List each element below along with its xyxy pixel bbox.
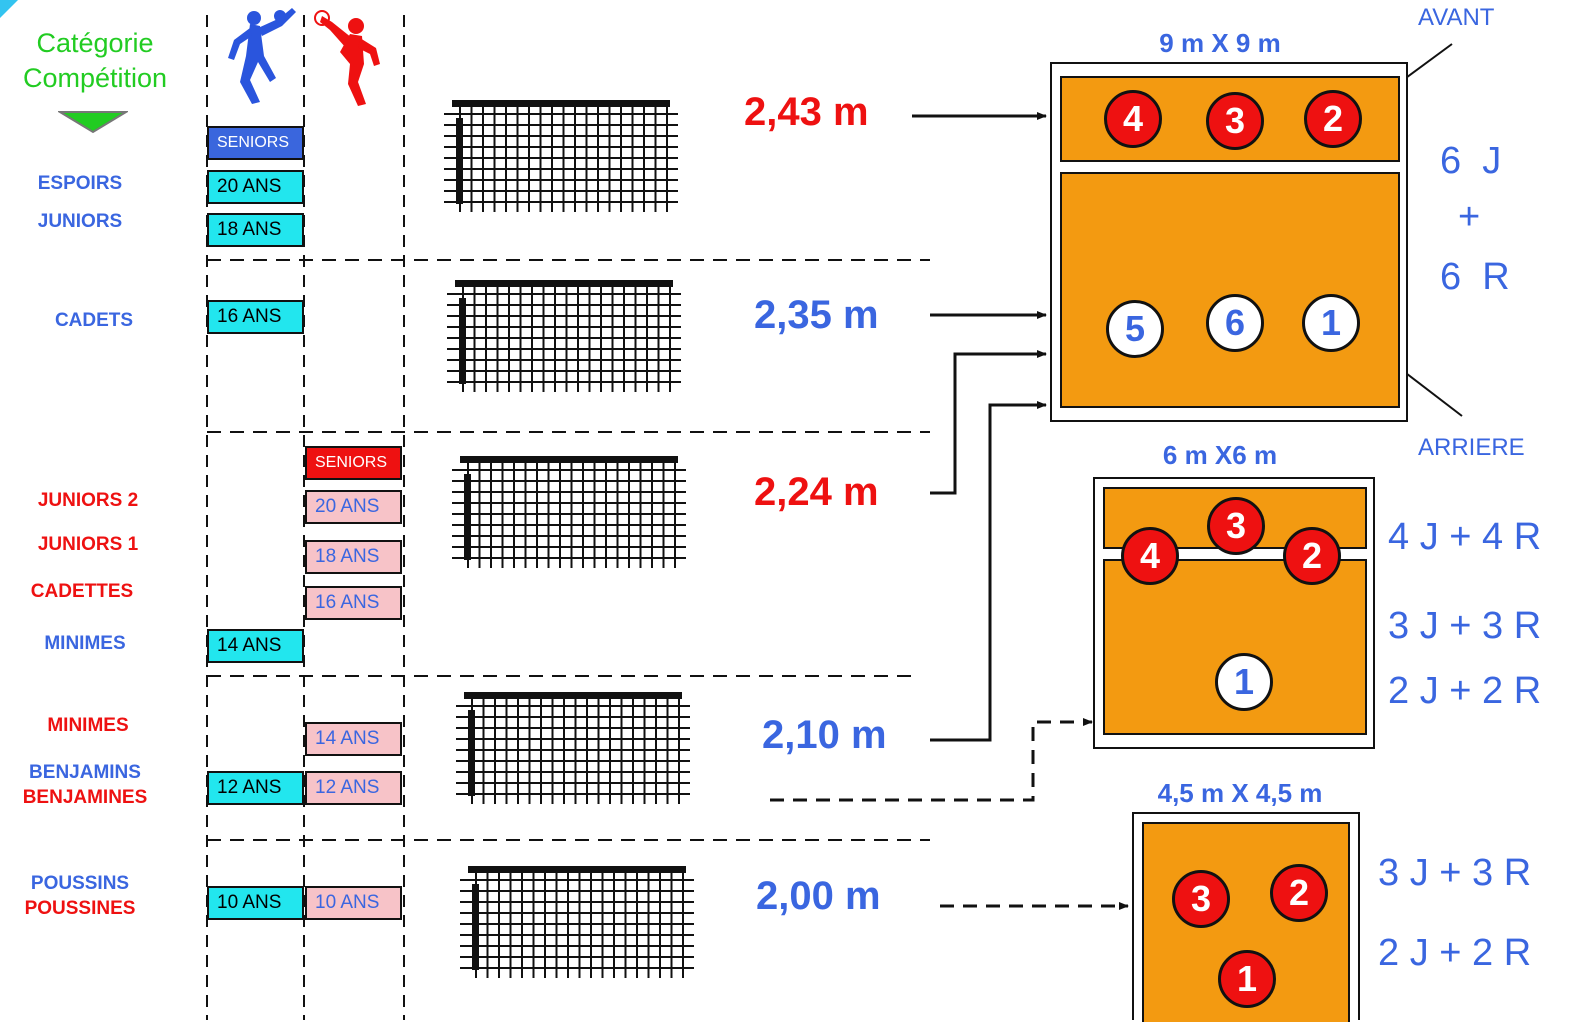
volleyball-net-icon — [456, 692, 690, 804]
court-9m-player-5: 5 — [1106, 300, 1164, 358]
female-tag-18: 18 ANS — [305, 540, 402, 574]
category-minimes-boys: MINIMES — [44, 633, 126, 654]
court-9m-players-line3: 6 R — [1440, 256, 1510, 298]
category-espoirs: ESPOIRS — [37, 173, 123, 194]
court-6m-player-4: 4 — [1121, 527, 1179, 585]
court-45m: 3 2 1 — [1132, 812, 1360, 1022]
male-tag-18: 18 ANS — [207, 213, 304, 247]
female-tag-12: 12 ANS — [305, 771, 402, 805]
court-9m-players-line2: + — [1458, 196, 1481, 238]
male-tag-seniors: SENIORS — [207, 126, 304, 160]
category-cadets: CADETS — [54, 310, 134, 331]
court-6m-players-line2: 3 J + 3 R — [1388, 605, 1542, 647]
category-juniors-1: JUNIORS 1 — [37, 534, 139, 555]
court-9m: 4 3 2 5 6 1 — [1050, 62, 1408, 422]
court-9m-player-4: 4 — [1104, 90, 1162, 148]
arriere-label: ARRIERE — [1418, 434, 1525, 461]
male-tag-14: 14 ANS — [207, 629, 304, 663]
female-tag-seniors: SENIORS — [305, 446, 402, 480]
female-volleyball-player-icon — [314, 10, 380, 106]
court-9m-player-3: 3 — [1206, 92, 1264, 150]
court-6m: 4 3 2 1 — [1093, 477, 1375, 749]
court-6m-player-3: 3 — [1207, 497, 1265, 555]
court-45m-player-3: 3 — [1172, 870, 1230, 928]
court-9m-players-line1: 6 J — [1440, 140, 1502, 182]
volleyball-net-icon — [460, 866, 694, 978]
net-height-235: 2,35 m — [754, 293, 879, 337]
category-benjamines: BENJAMINES — [22, 787, 148, 808]
category-benjamins: BENJAMINS — [29, 762, 141, 783]
court-45m-players-line1: 3 J + 3 R — [1378, 852, 1532, 894]
court-45m-players-line2: 2 J + 2 R — [1378, 932, 1532, 974]
court-6m-dimension: 6 m X6 m — [1162, 440, 1278, 470]
female-tag-14: 14 ANS — [305, 722, 402, 756]
category-header-line2: Compétition — [22, 63, 168, 93]
arrow-210 — [930, 401, 1047, 742]
court-6m-players-line1: 4 J + 4 R — [1388, 516, 1542, 558]
court-45m-player-1: 1 — [1218, 950, 1276, 1008]
corner-decoration — [0, 0, 18, 18]
down-arrow-icon — [58, 111, 128, 134]
male-tag-16: 16 ANS — [207, 300, 304, 334]
arrow-210-dashed — [770, 718, 1093, 802]
court-45m-dimension: 4,5 m X 4,5 m — [1157, 778, 1323, 808]
female-tag-16: 16 ANS — [305, 586, 402, 620]
avant-label: AVANT — [1418, 4, 1495, 31]
nets-group — [444, 100, 694, 978]
net-height-210: 2,10 m — [762, 713, 887, 757]
category-cadettes: CADETTES — [30, 581, 134, 602]
court-6m-player-1: 1 — [1215, 653, 1273, 711]
court-6m-player-2: 2 — [1283, 527, 1341, 585]
volleyball-net-icon — [452, 456, 686, 568]
net-height-243: 2,43 m — [744, 90, 869, 134]
volleyball-net-icon — [447, 280, 681, 392]
court-9m-player-2: 2 — [1304, 90, 1362, 148]
male-tag-10: 10 ANS — [207, 886, 304, 920]
female-tag-10: 10 ANS — [305, 886, 402, 920]
court-6m-players-line3: 2 J + 2 R — [1388, 670, 1542, 712]
category-minimes-girls: MINIMES — [47, 715, 129, 736]
category-juniors: JUNIORS — [37, 211, 123, 232]
category-poussines: POUSSINES — [24, 898, 136, 919]
male-tag-12: 12 ANS — [207, 771, 304, 805]
volleyball-net-icon — [444, 100, 678, 212]
male-volleyball-player-icon — [228, 8, 296, 104]
net-height-224: 2,24 m — [754, 470, 879, 514]
court-45m-player-2: 2 — [1270, 864, 1328, 922]
court-9m-dimension: 9 m X 9 m — [1159, 28, 1281, 58]
arrow-224 — [930, 350, 1047, 495]
male-tag-20: 20 ANS — [207, 170, 304, 204]
category-header-line1: Catégorie — [36, 28, 154, 58]
court-9m-player-6: 6 — [1206, 294, 1264, 352]
court-9m-back-zone — [1060, 172, 1400, 408]
category-poussins: POUSSINS — [30, 873, 130, 894]
category-header: Catégorie Compétition — [10, 26, 180, 96]
court-9m-player-1: 1 — [1302, 294, 1360, 352]
category-juniors-2: JUNIORS 2 — [37, 490, 139, 511]
female-tag-20: 20 ANS — [305, 490, 402, 524]
net-height-200: 2,00 m — [756, 874, 881, 918]
